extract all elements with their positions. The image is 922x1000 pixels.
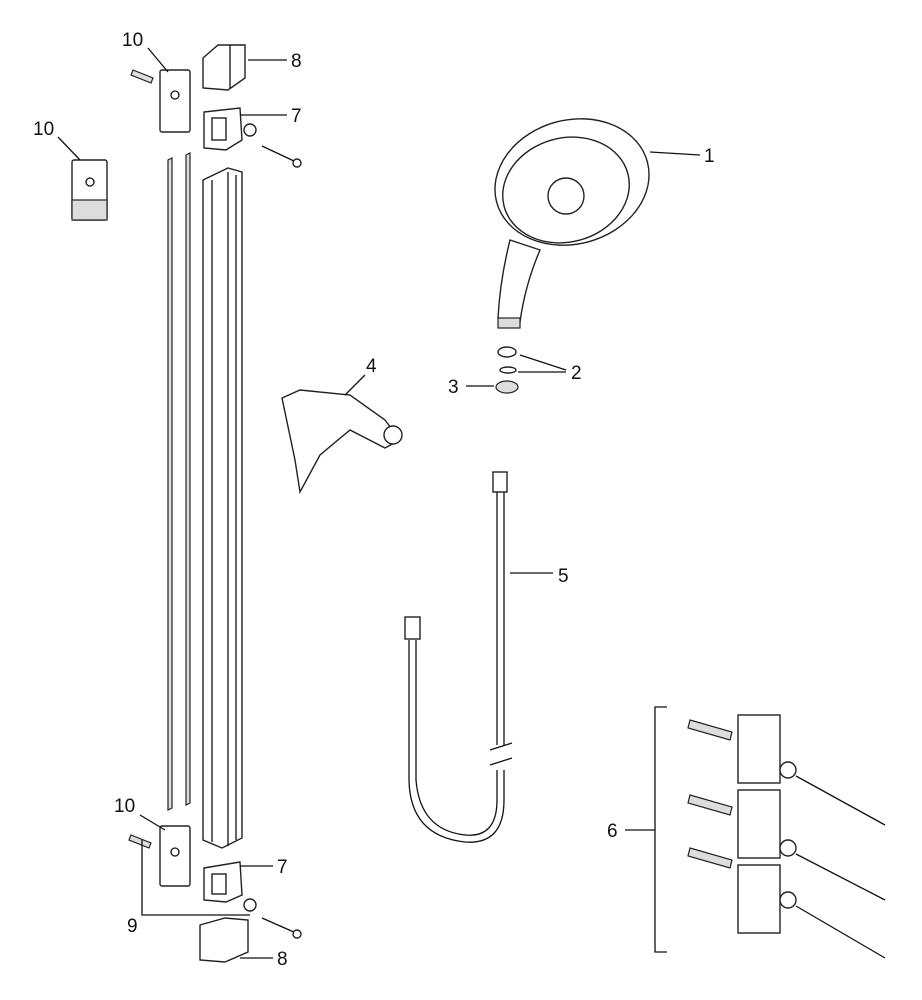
callout-7-bottom: 7 bbox=[277, 857, 288, 878]
callout-4: 4 bbox=[366, 356, 377, 377]
screw-bottom bbox=[243, 898, 302, 939]
callout-10-top: 10 bbox=[122, 30, 143, 51]
hand-shower bbox=[494, 118, 650, 329]
fixing-set bbox=[654, 706, 886, 959]
bracket-top bbox=[203, 107, 243, 151]
callout-6: 6 bbox=[607, 821, 618, 842]
shower-holder bbox=[281, 389, 403, 495]
callout-8-top: 8 bbox=[291, 51, 302, 72]
wall-plate-bottom bbox=[159, 825, 191, 887]
callout-3: 3 bbox=[448, 377, 459, 398]
callout-1: 1 bbox=[704, 146, 715, 167]
washers bbox=[495, 346, 519, 394]
bracket-bottom bbox=[203, 861, 243, 903]
screw-top bbox=[243, 123, 302, 168]
cover-cap-bottom bbox=[199, 917, 249, 963]
cover-cap-top bbox=[202, 44, 246, 91]
callout-10-bottom: 10 bbox=[114, 796, 135, 817]
wall-plate-top bbox=[159, 69, 191, 133]
shower-hose bbox=[404, 471, 513, 843]
callout-5: 5 bbox=[558, 566, 569, 587]
callout-10-loose: 10 bbox=[33, 119, 54, 140]
callout-2: 2 bbox=[571, 363, 582, 384]
callout-9: 9 bbox=[127, 916, 138, 937]
callout-7-top: 7 bbox=[291, 106, 302, 127]
leader-lines bbox=[57, 47, 701, 959]
slide-rail bbox=[202, 167, 243, 849]
dowel-top bbox=[130, 69, 154, 84]
rail-strips bbox=[167, 152, 191, 811]
wall-plate-loose bbox=[71, 159, 108, 221]
dowel-bottom bbox=[128, 834, 152, 849]
callout-8-bottom: 8 bbox=[277, 949, 288, 970]
